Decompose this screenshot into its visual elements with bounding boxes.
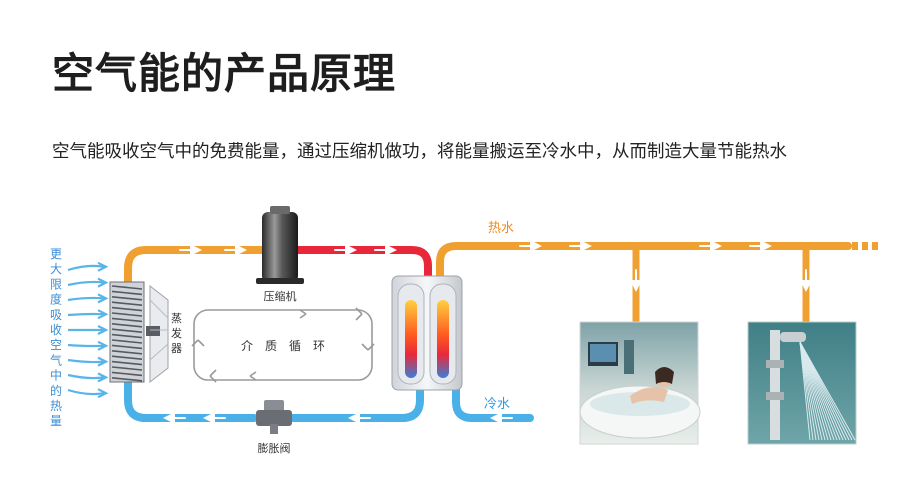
fan-icon [146, 284, 169, 384]
bathtub-photo [579, 321, 701, 445]
air-arrow-head [97, 277, 109, 288]
compressor-icon [256, 206, 304, 284]
coil-line [111, 317, 143, 323]
coil-line [111, 344, 143, 350]
air-arrow [67, 373, 105, 380]
pipe-top-red [294, 246, 432, 294]
side-text-char: 中 [50, 368, 62, 383]
air-arrow-head [97, 356, 109, 367]
air-inflow-arrows [67, 261, 109, 399]
side-text-char: 热 [50, 399, 62, 413]
pipe-top-orange [124, 246, 266, 304]
page-title: 空气能的产品原理 [52, 49, 397, 98]
coil-line [111, 377, 143, 382]
coil-line [111, 333, 143, 339]
air-arrow [67, 388, 105, 396]
refrigerant-loop [124, 244, 432, 424]
evaporator-label: 蒸 发 器 [171, 312, 186, 355]
air-arrow-head [97, 325, 109, 335]
expansion-valve-label: 膨胀阀 [258, 441, 291, 455]
air-arrow-head [97, 388, 109, 399]
expansion-valve-icon [256, 400, 292, 434]
side-text-char: 收 [50, 323, 62, 337]
coil-line [111, 366, 143, 371]
air-arrow-head [97, 261, 109, 272]
water-tank-icon [391, 275, 463, 391]
air-arrow [67, 312, 105, 317]
air-arrow-head [97, 293, 109, 304]
coil-line [111, 328, 143, 333]
pipe-bottom-blue-left [124, 366, 258, 422]
side-text-char: 限 [50, 277, 62, 291]
side-text-char: 气 [50, 352, 62, 367]
evaporator-coil [109, 281, 145, 383]
spray-line [799, 341, 856, 441]
side-text-char: 量 [50, 414, 62, 428]
air-arrow-head [97, 340, 109, 351]
air-arrow [67, 358, 105, 364]
coil-line [111, 323, 143, 328]
air-arrow [67, 280, 105, 287]
air-arrow [67, 264, 105, 272]
coil-line [111, 360, 143, 366]
coil-line [111, 339, 143, 344]
coil-line [111, 296, 143, 301]
coil-line [111, 355, 143, 360]
air-arrow [67, 343, 105, 348]
cold-water-line [452, 378, 534, 424]
side-text-char: 吸 [50, 308, 62, 322]
coil-line [111, 371, 143, 377]
side-text-char: 的 [50, 383, 62, 398]
side-text-char: 大 [50, 262, 62, 276]
side-text-char: 空 [50, 338, 62, 352]
coil-line [111, 290, 143, 296]
air-arrow-head [97, 309, 109, 320]
shower-photo [747, 321, 857, 445]
side-text-char: 更 [50, 247, 62, 261]
air-arrow-head [97, 372, 109, 383]
hot-water-label: 热水 [488, 221, 514, 236]
air-arrow [67, 296, 105, 302]
medium-cycle-loop [191, 307, 375, 383]
coil-line [111, 306, 143, 312]
page-subtitle: 空气能吸收空气中的免费能量，通过压缩机做功，将能量搬运至冷水中，从而制造大量节能… [52, 142, 787, 162]
pipe-bottom-blue-right [286, 376, 424, 422]
coil-line [111, 312, 143, 317]
coil-line [111, 350, 143, 355]
medium-cycle-label: 介 质 循 环 [241, 339, 325, 353]
side-text-char: 度 [50, 292, 62, 307]
compressor-label: 压缩机 [264, 289, 297, 303]
coil-line [111, 301, 143, 306]
coil-line [111, 285, 143, 290]
hot-water-line [436, 240, 878, 326]
cold-water-label: 冷水 [484, 397, 510, 412]
